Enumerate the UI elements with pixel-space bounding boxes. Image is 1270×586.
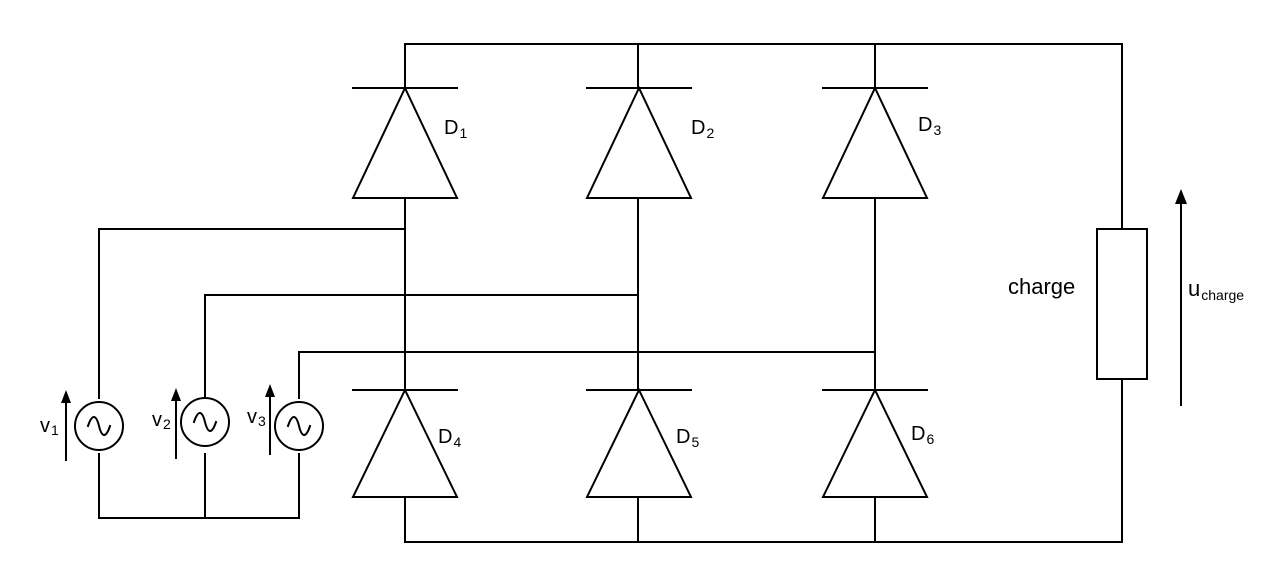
- diode-d2-symbol: [585, 85, 693, 199]
- diode-d5-label: D5: [676, 426, 699, 450]
- source-v3: v3: [247, 384, 324, 455]
- v1-arrow-head-icon: [61, 390, 71, 403]
- ac-source-icon: [274, 401, 324, 451]
- diode-d6: [821, 387, 929, 498]
- diode-d1-symbol: [351, 85, 459, 199]
- v2-arrow-head-icon: [171, 388, 181, 401]
- source-v2-label: v2: [152, 409, 171, 432]
- wires: [98, 43, 1123, 543]
- output-voltage-arrow-head-icon: [1175, 189, 1187, 204]
- source-v1-label: v1: [40, 415, 59, 438]
- diode-d3: [821, 85, 929, 199]
- diode-d4: [351, 387, 459, 498]
- phase1-feed: [98, 228, 406, 399]
- diode-d5: [585, 387, 693, 498]
- ac-source-icon: [74, 401, 124, 451]
- diode-d2-label: D2: [691, 117, 714, 141]
- load-resistor: [1096, 228, 1148, 380]
- output-voltage-label: ucharge: [1188, 276, 1244, 303]
- sine-wave-icon: [86, 416, 112, 436]
- diode-d2: [585, 85, 693, 199]
- sine-wave-icon: [192, 412, 218, 432]
- diode-d4-symbol: [351, 387, 459, 498]
- diode-d1: [351, 85, 459, 199]
- source-v3-label: v3: [247, 406, 266, 429]
- sine-wave-icon: [286, 416, 312, 436]
- load-label: charge: [1008, 274, 1075, 299]
- diode-d1-label: D1: [444, 117, 467, 141]
- v3-arrow-head-icon: [265, 384, 275, 397]
- source-v2: v2: [152, 388, 230, 459]
- diode-d5-symbol: [585, 387, 693, 498]
- diode-d6-label: D6: [911, 423, 934, 447]
- phase3-feed: [298, 351, 876, 399]
- source-v1: v1: [40, 390, 124, 461]
- diode-d6-symbol: [821, 387, 929, 498]
- diode-d3-label: D3: [918, 114, 941, 138]
- diode-d4-label: D4: [438, 426, 461, 450]
- diode-d3-symbol: [821, 85, 929, 199]
- ac-source-icon: [180, 397, 230, 447]
- phase2-feed: [204, 294, 639, 399]
